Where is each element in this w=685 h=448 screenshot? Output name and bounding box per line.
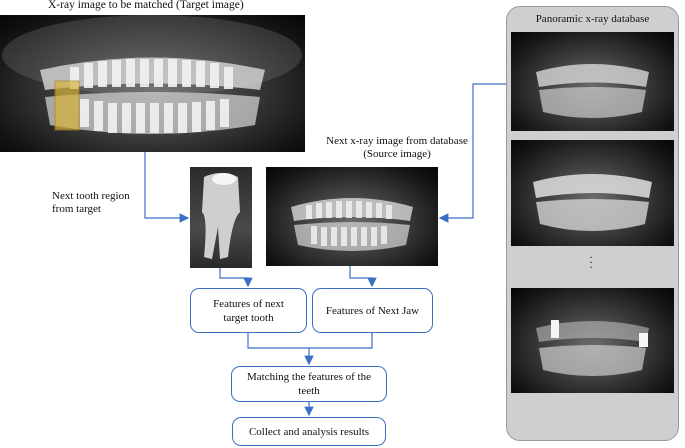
arrow-target-to-tooth (144, 152, 190, 223)
target-image-title: X-ray image to be matched (Target image) (48, 0, 244, 11)
target-tooth-crop-image (190, 167, 252, 268)
database-xray-3 (511, 288, 674, 393)
line-tooth-features-down (247, 333, 373, 349)
database-ellipsis: · · · (589, 250, 593, 274)
database-title: Panoramic x-ray database (535, 13, 650, 25)
target-xray-image (0, 15, 305, 152)
source-image-title: Next x-ray image from database (Source i… (326, 135, 468, 160)
arrow-database-to-source (438, 83, 506, 223)
tooth-region-label: Next tooth region from target (52, 190, 130, 215)
database-xray-2 (511, 140, 674, 246)
source-xray-image (266, 167, 438, 266)
arrow-source-to-jaw (349, 266, 377, 288)
database-xray-1 (511, 32, 674, 131)
jaw-features-box: Features of Next Jaw (312, 288, 433, 333)
arrow-tooth-to-features (219, 268, 253, 288)
collect-results-box: Collect and analysis results (232, 417, 386, 446)
